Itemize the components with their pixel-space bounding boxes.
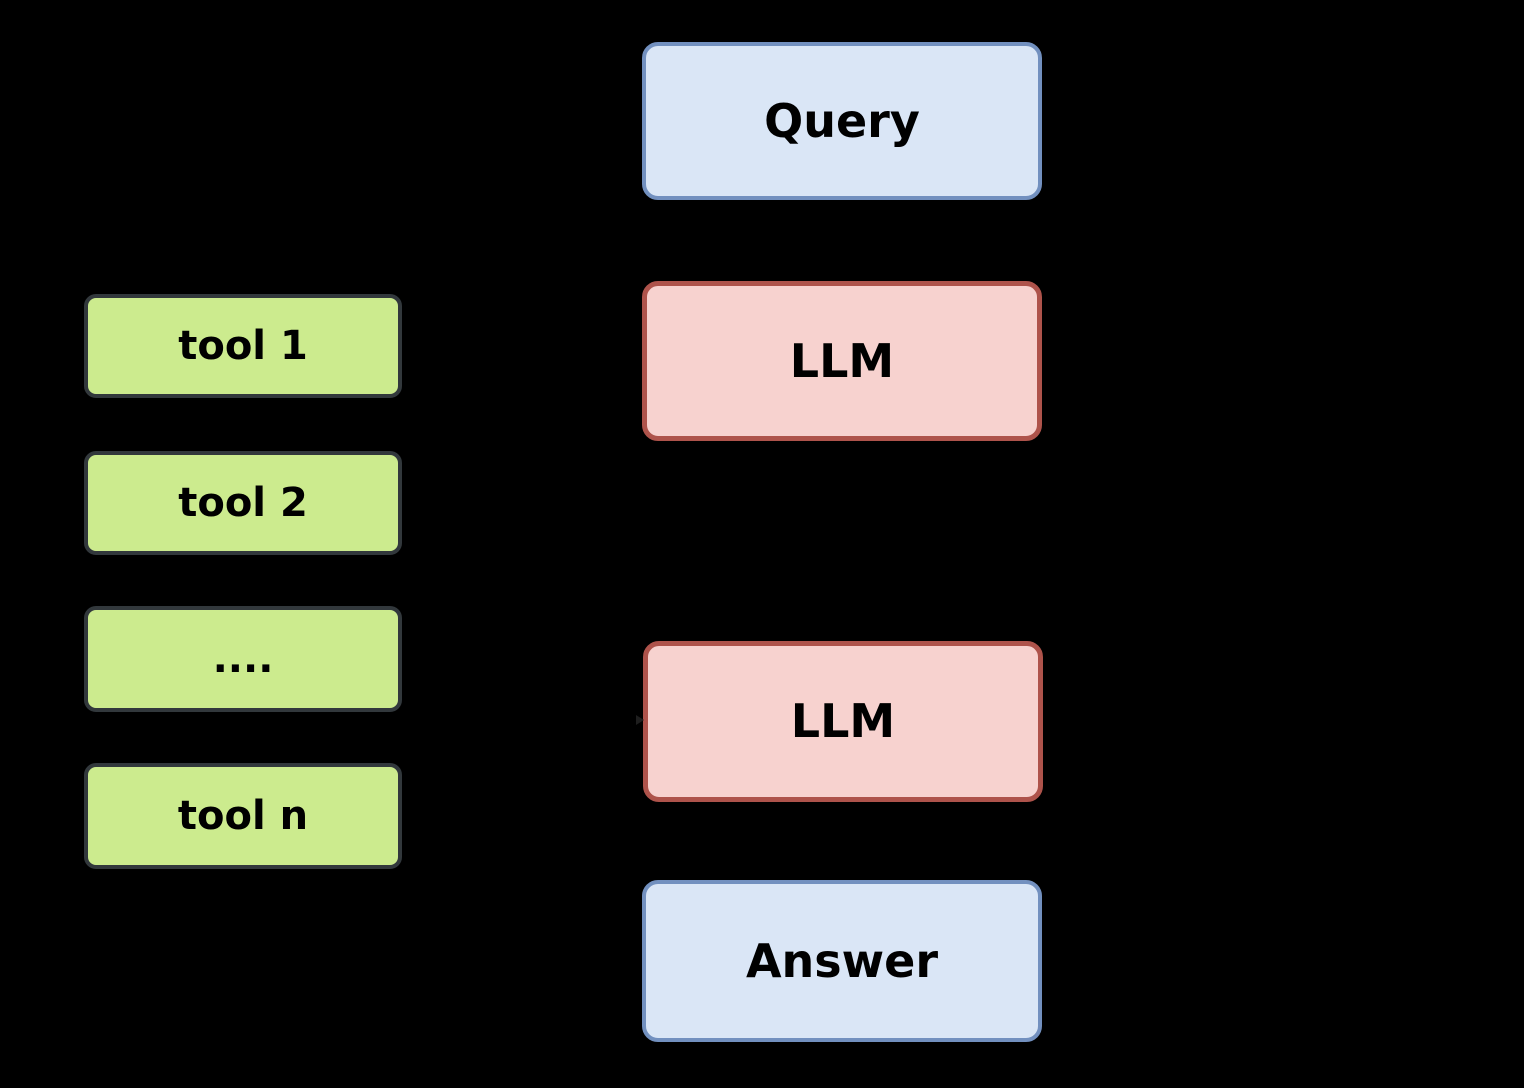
node-tool-2-label: tool 2 xyxy=(178,480,308,526)
node-query: Query xyxy=(642,42,1042,200)
node-answer-label: Answer xyxy=(745,933,939,988)
node-tool-n: tool n xyxy=(84,763,402,869)
node-query-label: Query xyxy=(764,93,920,148)
node-answer: Answer xyxy=(642,880,1042,1042)
node-llm-second-label: LLM xyxy=(790,694,896,749)
node-tool-ellipsis: .... xyxy=(84,606,402,712)
node-tool-2: tool 2 xyxy=(84,451,402,555)
node-tool-n-label: tool n xyxy=(177,793,309,839)
node-llm-first-label: LLM xyxy=(789,333,895,388)
node-tool-1: tool 1 xyxy=(84,294,402,398)
node-llm-second: LLM xyxy=(643,641,1043,802)
node-llm-first: LLM xyxy=(642,281,1042,441)
arrowhead-icon xyxy=(636,715,644,725)
node-tool-ellipsis-label: .... xyxy=(212,636,274,682)
node-tool-1-label: tool 1 xyxy=(178,323,308,369)
